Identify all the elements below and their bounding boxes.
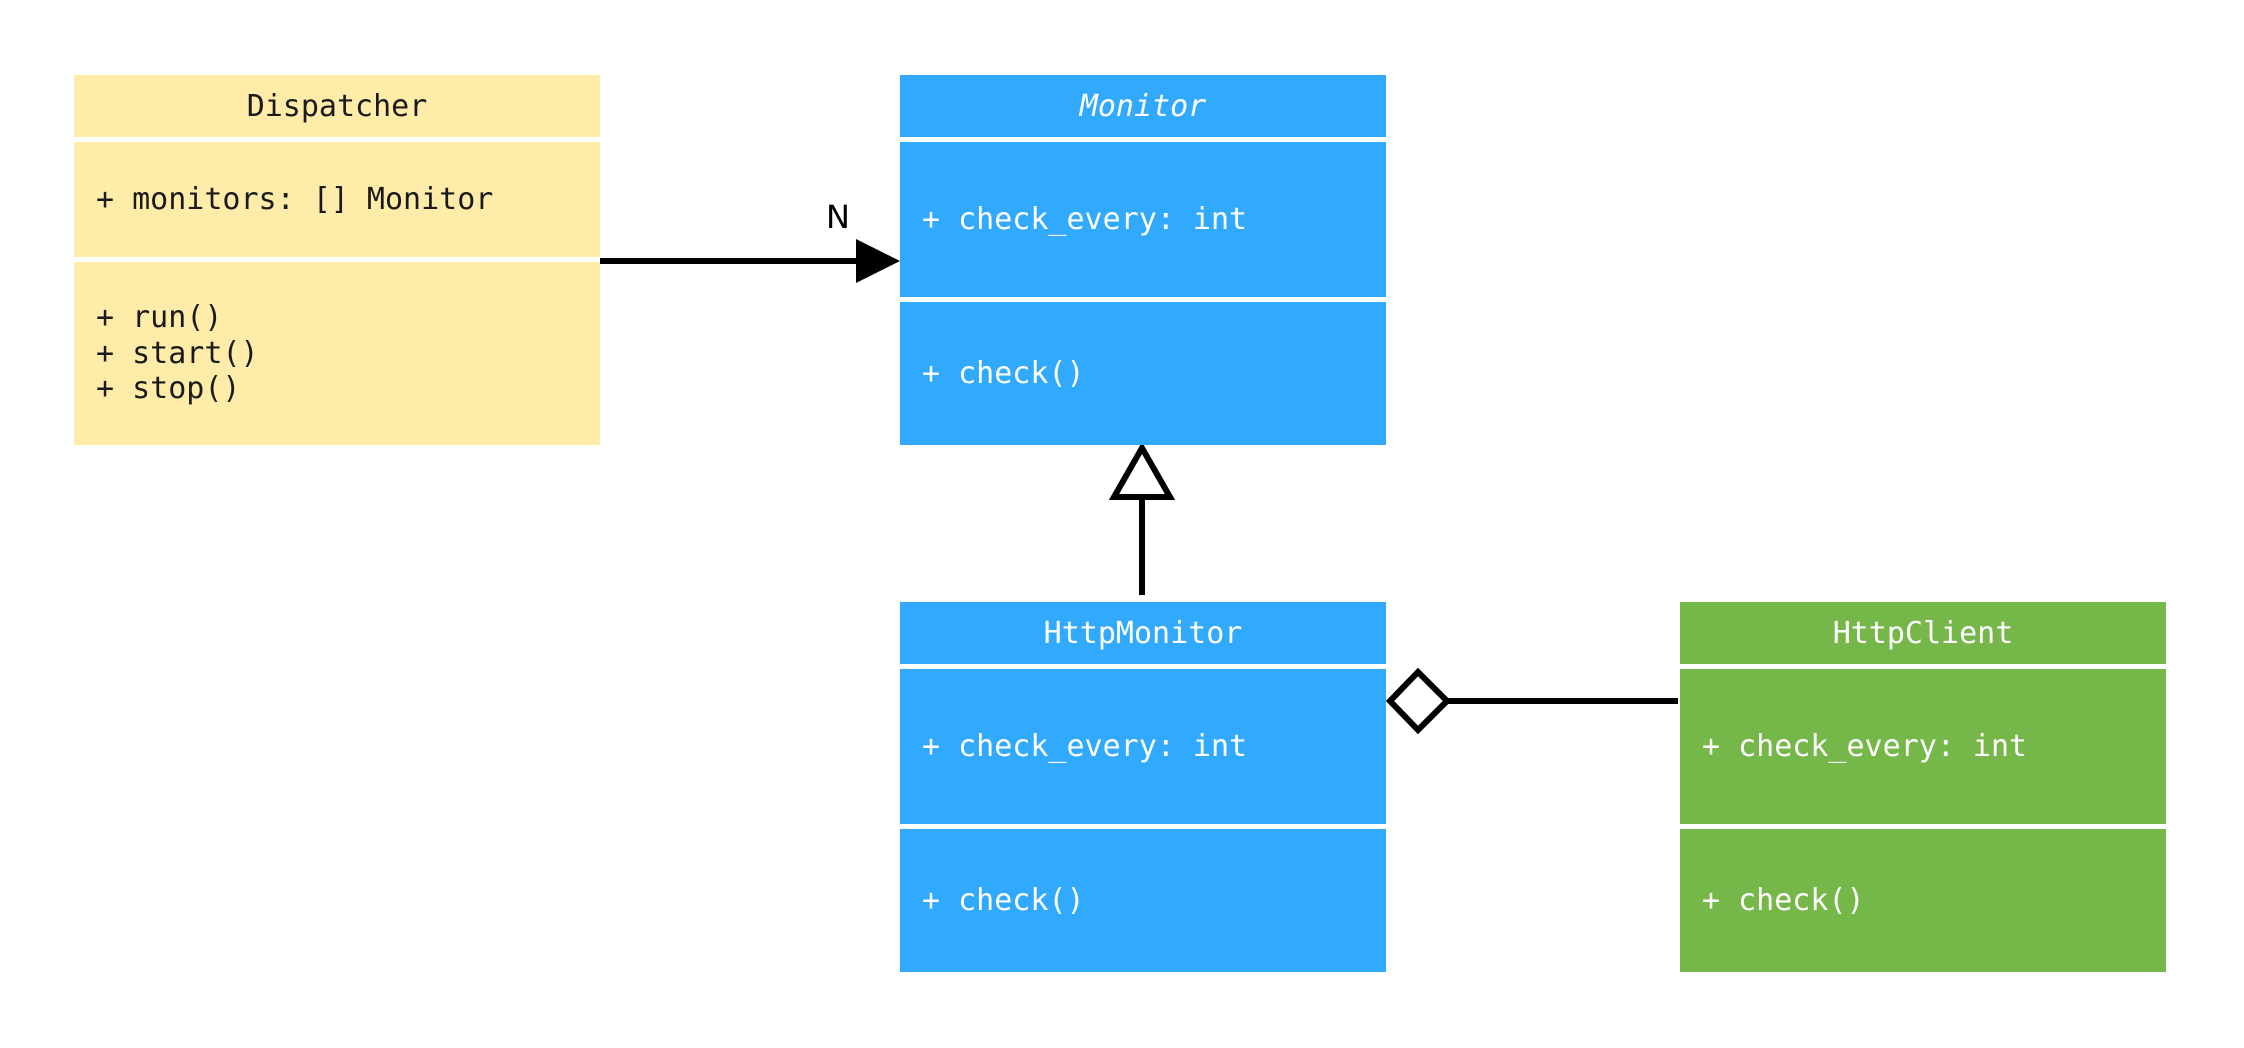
class-title-dispatcher: Dispatcher [74,75,600,137]
class-box-monitor[interactable]: Monitor + check_every: int + check() [900,75,1386,445]
class-attributes-dispatcher: + monitors: [] Monitor [74,142,600,257]
method-row: + check() [1702,882,1865,918]
edge-httpmonitor-to-monitor [1108,441,1176,595]
method-row: + stop() [96,371,241,407]
class-box-httpclient[interactable]: HttpClient + check_every: int + check() [1680,602,2166,972]
hollow-triangle-head-icon [1108,441,1176,500]
filled-arrow-head-icon [856,239,900,283]
edge-httpmonitor-to-httpclient [1385,667,1678,735]
method-row: + start() [96,335,259,371]
attribute-row: + monitors: [] Monitor [96,181,494,217]
attribute-row: + check_every: int [922,201,1248,237]
class-attributes-httpmonitor: + check_every: int [900,669,1386,824]
association-multiplicity-label: N [826,198,850,236]
class-methods-monitor: + check() [900,302,1386,445]
attribute-row: + check_every: int [1702,728,2028,764]
hollow-diamond-icon [1385,667,1452,735]
method-row: + check() [922,882,1085,918]
class-methods-dispatcher: + run() + start() + stop() [74,262,600,445]
attribute-row: + check_every: int [922,728,1248,764]
method-row: + run() [96,300,223,336]
class-attributes-httpclient: + check_every: int [1680,669,2166,824]
class-methods-httpclient: + check() [1680,829,2166,972]
edge-dispatcher-to-monitor [600,239,900,283]
class-title-monitor: Monitor [900,75,1386,137]
class-box-httpmonitor[interactable]: HttpMonitor + check_every: int + check() [900,602,1386,972]
class-title-httpmonitor: HttpMonitor [900,602,1386,664]
class-box-dispatcher[interactable]: Dispatcher + monitors: [] Monitor + run(… [74,75,600,445]
class-methods-httpmonitor: + check() [900,829,1386,972]
method-row: + check() [922,355,1085,391]
class-title-httpclient: HttpClient [1680,602,2166,664]
class-attributes-monitor: + check_every: int [900,142,1386,297]
